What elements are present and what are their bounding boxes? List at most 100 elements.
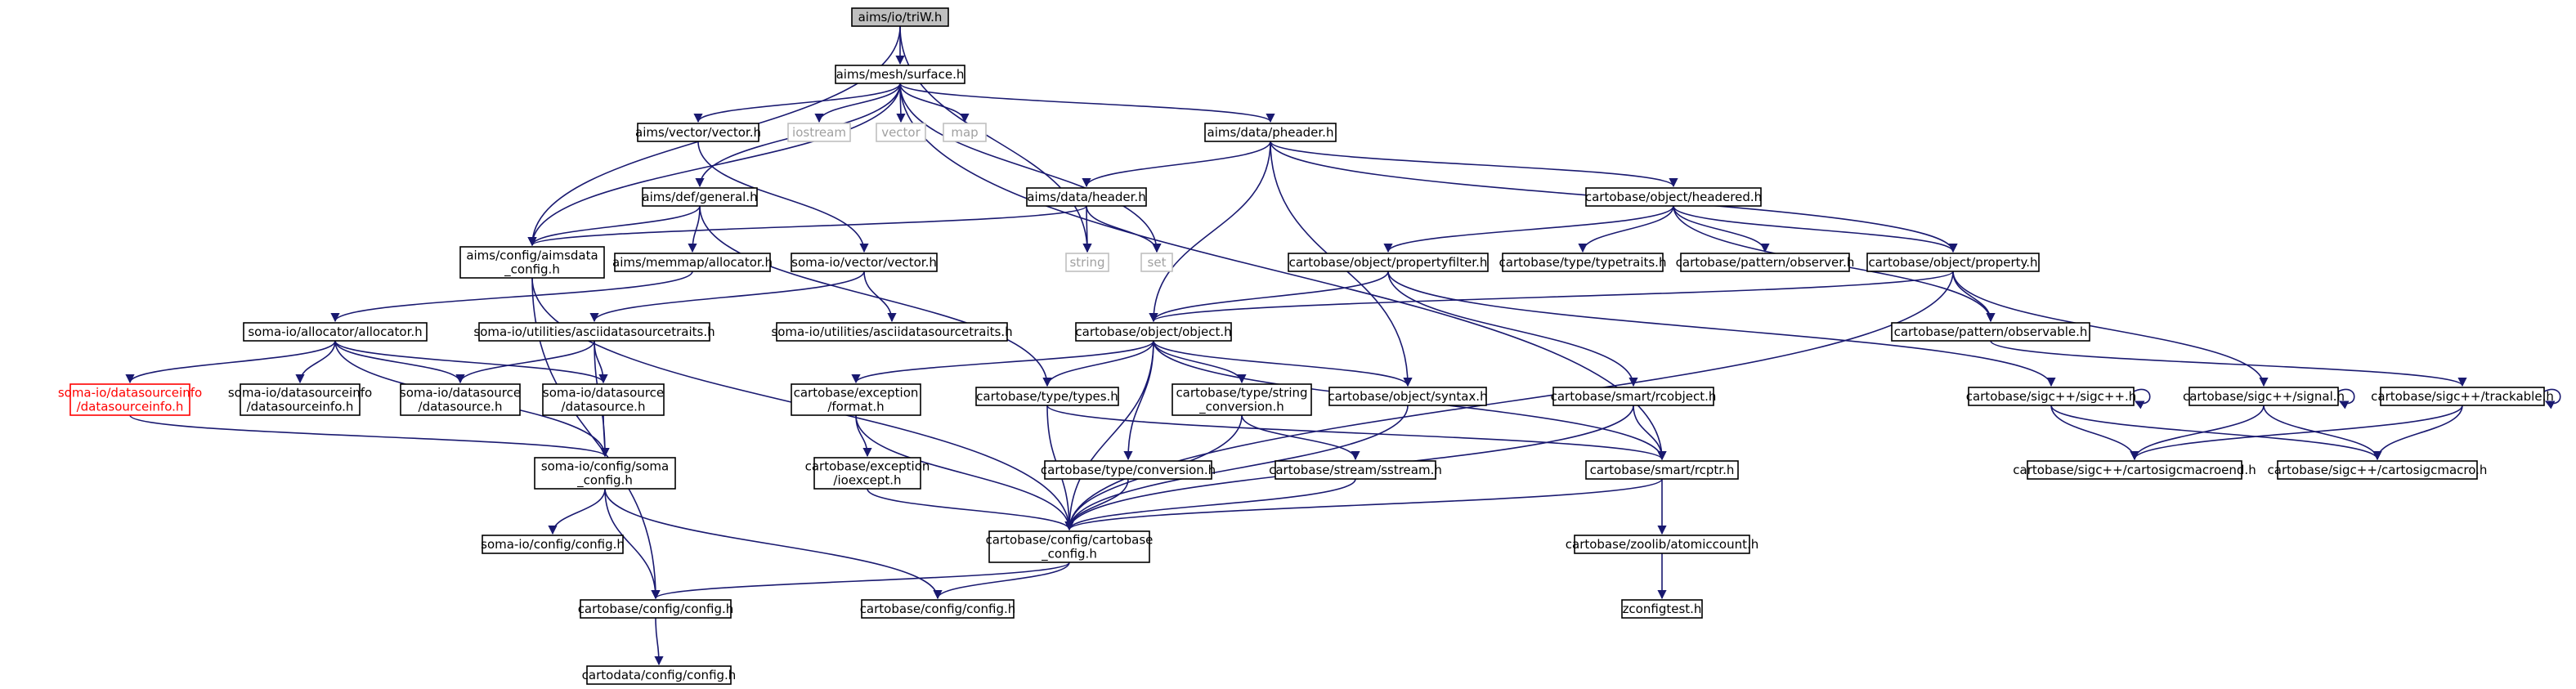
header-file-node[interactable]: cartobase/object/syntax.h (1328, 387, 1488, 406)
header-file-node[interactable]: soma-io/config/soma_config.h (534, 457, 676, 490)
node-label: vector (881, 125, 921, 140)
header-file-node[interactable]: soma-io/utilities/asciidatasourcetraits.… (473, 322, 715, 342)
node-label: cartobase/stream/sstream.h (1269, 463, 1442, 477)
edge-n9-n17 (688, 205, 701, 253)
header-file-node[interactable]: cartobase/sigc++/cartosigcmacro.h (2268, 460, 2488, 480)
header-file-node[interactable]: cartobase/smart/rcptr.h (1585, 460, 1739, 480)
edge-n16-n44 (1064, 271, 1954, 531)
header-file-node[interactable]: soma-io/allocator/allocator.h (243, 322, 428, 342)
header-file-node[interactable]: cartobase/object/property.h (1866, 253, 2040, 272)
node-box (1585, 187, 1762, 207)
header-file-node[interactable]: cartobase/type/types.h (975, 387, 1119, 406)
header-file-node[interactable]: soma-io/config/config.h (481, 535, 625, 554)
node-label: /datasourceinfo.h (247, 400, 354, 414)
node-label: cartobase/config/cartobase (986, 533, 1154, 548)
header-file-node[interactable]: aims/vector/vector.h (635, 123, 761, 142)
header-file-node[interactable]: cartobase/type/conversion.h (1041, 460, 1216, 480)
node-label: cartobase/pattern/observable.h (1894, 324, 2088, 339)
header-file-node[interactable]: zconfigtest.h (1621, 599, 1703, 619)
header-file-node[interactable]: cartodata/config/config.h (582, 665, 737, 685)
edge-n4-n18 (697, 141, 869, 253)
edge-n20-n26 (455, 340, 595, 384)
node-label: aims/def/general.h (642, 190, 757, 204)
header-file-node[interactable]: cartobase/object/object.h (1075, 322, 1232, 342)
header-file-node[interactable]: cartobase/sigc++/trackable.h (2371, 387, 2554, 406)
node-box (1172, 383, 1312, 416)
edge-n35-n35 (2543, 388, 2561, 409)
node-box (642, 187, 758, 207)
header-file-node[interactable]: cartobase/sigc++/sigc++.h (1966, 387, 2137, 406)
edge-n11-n2 (527, 205, 1087, 247)
header-file-node[interactable]: cartobase/smart/rcobject.h (1551, 387, 1717, 406)
node-label: cartobase/type/string (1176, 386, 1307, 400)
node-label: cartobase/sigc++/cartosigcmacro.h (2268, 463, 2488, 477)
node-box (2380, 387, 2545, 406)
node-box (1275, 460, 1436, 480)
node-box (243, 322, 428, 342)
node-label: soma-io/datasourceinfo (58, 386, 202, 400)
node-box (776, 322, 1008, 342)
header-file-node[interactable]: aims/data/pheader.h (1204, 123, 1337, 142)
node-box (876, 123, 926, 142)
node-label: cartobase/exception (794, 386, 919, 400)
node-box (1502, 253, 1664, 272)
node-box (614, 253, 771, 272)
edge-n11-n3 (1082, 205, 1092, 253)
node-label: soma-io/datasource (400, 386, 521, 400)
edge-n37-n44 (867, 488, 1074, 531)
node-box (1621, 599, 1703, 619)
node-box (813, 457, 921, 490)
node-box (580, 599, 732, 619)
node-label: cartobase/type/types.h (976, 389, 1118, 404)
header-file-node[interactable]: aims/config/aimsdata_config.h (459, 246, 605, 279)
edge-n17-n19 (330, 271, 693, 323)
node-label: string (1069, 255, 1104, 270)
edge-n44-n46 (933, 561, 1070, 600)
node-label: iostream (792, 125, 846, 140)
header-file-node[interactable]: soma-io/vector/vector.h (791, 253, 938, 272)
header-file-node[interactable]: cartobase/object/propertyfilter.h (1288, 253, 1489, 272)
header-file-node[interactable]: cartobase/type/string_conversion.h (1172, 383, 1312, 416)
node-label: aims/memmap/allocator.h (612, 255, 773, 270)
node-label: cartobase/smart/rcobject.h (1551, 389, 1717, 404)
header-file-node[interactable]: cartobase/sigc++/cartosigcmacroend.h (2013, 460, 2256, 480)
header-file-node[interactable]: cartobase/exception/format.h (791, 383, 921, 416)
node-label: soma-io/datasource (543, 386, 664, 400)
node-label: soma-io/vector/vector.h (791, 255, 937, 270)
header-file-node[interactable]: cartobase/zoolib/atomiccount.h (1566, 535, 1758, 554)
header-file-node[interactable]: soma-io/datasourceinfo/datasourceinfo.h (228, 383, 372, 416)
edge-n23-n35 (1990, 340, 2467, 387)
header-file-node[interactable]: cartobase/config/config.h (578, 599, 734, 619)
header-file-node[interactable]: cartobase/sigc++/signal.h (2183, 387, 2345, 406)
header-file-node[interactable]: soma-io/datasource/datasource.h (400, 383, 521, 416)
header-file-node[interactable]: cartobase/pattern/observer.h (1676, 253, 1855, 272)
header-file-node[interactable]: cartobase/pattern/observable.h (1891, 322, 2090, 342)
node-box (637, 123, 759, 142)
header-file-node[interactable]: cartobase/exception/ioexcept.h (805, 457, 930, 490)
node-label: /datasourceinfo.h (77, 400, 184, 414)
node-label: cartobase/object/propertyfilter.h (1289, 255, 1488, 270)
node-label: aims/vector/vector.h (635, 125, 761, 140)
header-file-node[interactable]: cartobase/config/config.h (860, 599, 1016, 619)
header-file-node[interactable]: cartobase/stream/sstream.h (1269, 460, 1442, 480)
header-file-node[interactable]: soma-io/datasource/datasource.h (542, 383, 665, 416)
edge-n1-n10 (899, 83, 1162, 253)
root-file-node[interactable]: aims/io/triW.h (851, 7, 949, 27)
header-file-node[interactable]: soma-io/utilities/asciidatasourcetraits.… (771, 322, 1013, 342)
node-label: cartobase/zoolib/atomiccount.h (1566, 537, 1758, 552)
header-file-node[interactable]: aims/memmap/allocator.h (612, 253, 773, 272)
node-box (482, 535, 624, 554)
node-box (1680, 253, 1850, 272)
header-file-node[interactable]: soma-io/datasourceinfo/datasourceinfo.h (58, 383, 202, 416)
header-file-node[interactable]: cartobase/type/typetraits.h (1499, 253, 1667, 272)
node-label: _config.h (504, 262, 560, 278)
header-file-node[interactable]: cartobase/config/cartobase_config.h (986, 530, 1154, 563)
edge-n1-n8 (899, 83, 1275, 123)
node-label: soma-io/utilities/asciidatasourcetraits.… (771, 324, 1012, 339)
header-file-node[interactable]: aims/data/header.h (1026, 187, 1147, 207)
header-file-node[interactable]: cartobase/object/headered.h (1585, 187, 1762, 207)
node-label: soma-io/utilities/asciidatasourcetraits.… (473, 324, 715, 339)
header-file-node[interactable]: aims/def/general.h (642, 187, 758, 207)
node-label: cartobase/object/property.h (1868, 255, 2037, 270)
header-file-node[interactable]: aims/mesh/surface.h (835, 65, 965, 84)
